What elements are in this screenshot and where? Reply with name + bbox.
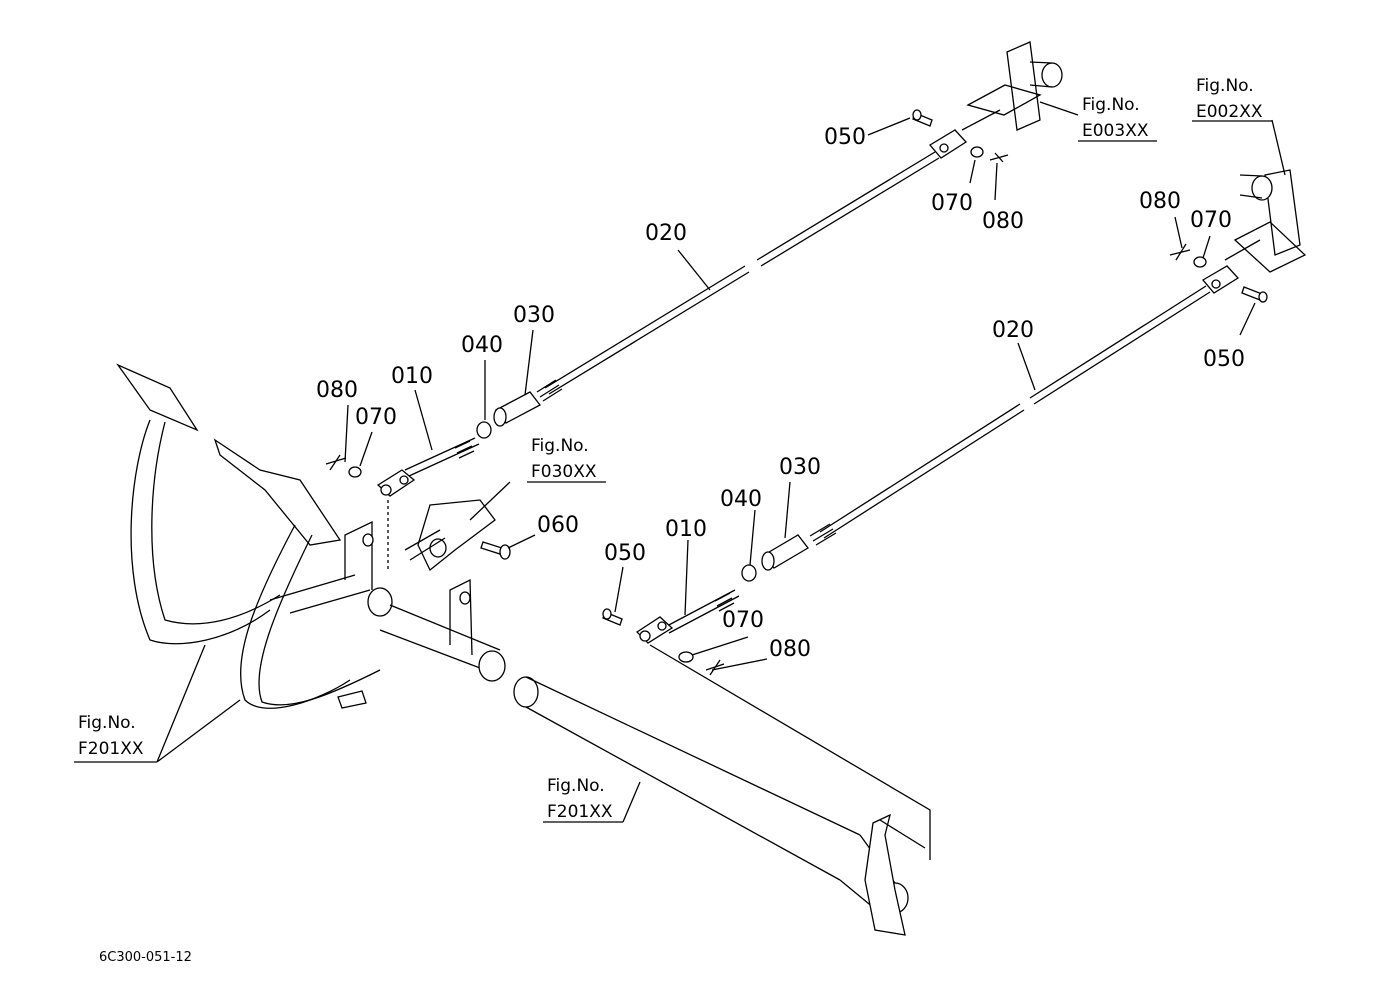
- upper-rod-assembly: [325, 109, 1009, 497]
- fig-ref-e003-code: E003XX: [1082, 121, 1149, 141]
- label-lower-070-left: 070: [722, 608, 764, 633]
- upper-bolt-050: [912, 109, 933, 127]
- fig-ref-f201-mid-title: Fig.No.: [547, 776, 605, 796]
- label-lower-040: 040: [720, 487, 762, 512]
- label-lower-010: 010: [665, 517, 707, 542]
- lower-bolt-050-left: [602, 608, 623, 626]
- upper-pin-080-left: [325, 454, 347, 471]
- fig-ref-e002: Fig.No. E002XX: [1192, 76, 1272, 122]
- label-upper-080-left: 080: [316, 378, 358, 403]
- diagram-code: 6C300-051-12: [99, 950, 192, 965]
- upper-sleeve-030: [493, 391, 541, 427]
- label-upper-070: 070: [931, 191, 973, 216]
- label-lower-080: 080: [1139, 189, 1181, 214]
- label-upper-010: 010: [391, 364, 433, 389]
- bracket-e002: [1224, 169, 1307, 273]
- upper-washer-070-left: [348, 466, 362, 478]
- upper-nut-040: [476, 421, 492, 439]
- label-lower-030: 030: [779, 455, 821, 480]
- lower-nut-040: [741, 564, 757, 582]
- leader-lines: [156, 101, 1286, 823]
- fig-ref-f030-code: F030XX: [531, 462, 597, 482]
- fig-ref-f201-left: Fig.No. F201XX: [74, 713, 157, 763]
- upper-clevis-front: [929, 129, 968, 159]
- lower-clevis-front: [1202, 265, 1240, 294]
- lower-pin-080-left: [705, 659, 725, 676]
- lower-sleeve-030: [761, 534, 809, 571]
- label-060: 060: [537, 513, 579, 538]
- label-upper-030: 030: [513, 303, 555, 328]
- label-upper-070-left: 070: [355, 405, 397, 430]
- fig-ref-f030-title: Fig.No.: [531, 436, 589, 456]
- fig-ref-e002-code: E002XX: [1196, 102, 1263, 122]
- upper-washer-070-right: [970, 146, 984, 158]
- upper-pin-080-right: [989, 152, 1009, 163]
- label-lower-070: 070: [1190, 208, 1232, 233]
- label-upper-020: 020: [645, 221, 687, 246]
- fig-ref-e003: Fig.No. E003XX: [1078, 95, 1157, 142]
- fig-ref-f201-left-code: F201XX: [78, 739, 144, 759]
- label-upper-040: 040: [461, 333, 503, 358]
- lower-bolt-050-right: [1241, 286, 1268, 303]
- lower-rod-020: [809, 285, 1211, 546]
- label-upper-050: 050: [824, 125, 866, 150]
- upper-rod-020: [536, 151, 940, 402]
- label-lower-050: 050: [1203, 347, 1245, 372]
- fig-ref-e003-title: Fig.No.: [1082, 95, 1140, 115]
- label-lower-050-left: 050: [604, 541, 646, 566]
- label-lower-020: 020: [992, 318, 1034, 343]
- label-upper-080: 080: [982, 209, 1024, 234]
- bracket-e003: [961, 41, 1063, 131]
- lower-pin-080-right: [1169, 243, 1191, 261]
- fig-ref-f030: Fig.No. F030XX: [527, 436, 606, 483]
- label-lower-080-left: 080: [769, 637, 811, 662]
- fig-ref-e002-title: Fig.No.: [1196, 76, 1254, 96]
- upper-clevis-010: [376, 437, 480, 497]
- pedal-assembly: [116, 363, 931, 936]
- lower-clevis-010: [635, 589, 740, 644]
- fig-ref-f201-mid: Fig.No. F201XX: [543, 776, 623, 823]
- fig-ref-f201-mid-code: F201XX: [547, 802, 613, 822]
- fig-ref-f201-left-title: Fig.No.: [78, 713, 136, 733]
- lower-washer-070-right: [1193, 256, 1207, 268]
- lower-rod-assembly: [602, 243, 1268, 676]
- lower-washer-070-left: [678, 651, 694, 663]
